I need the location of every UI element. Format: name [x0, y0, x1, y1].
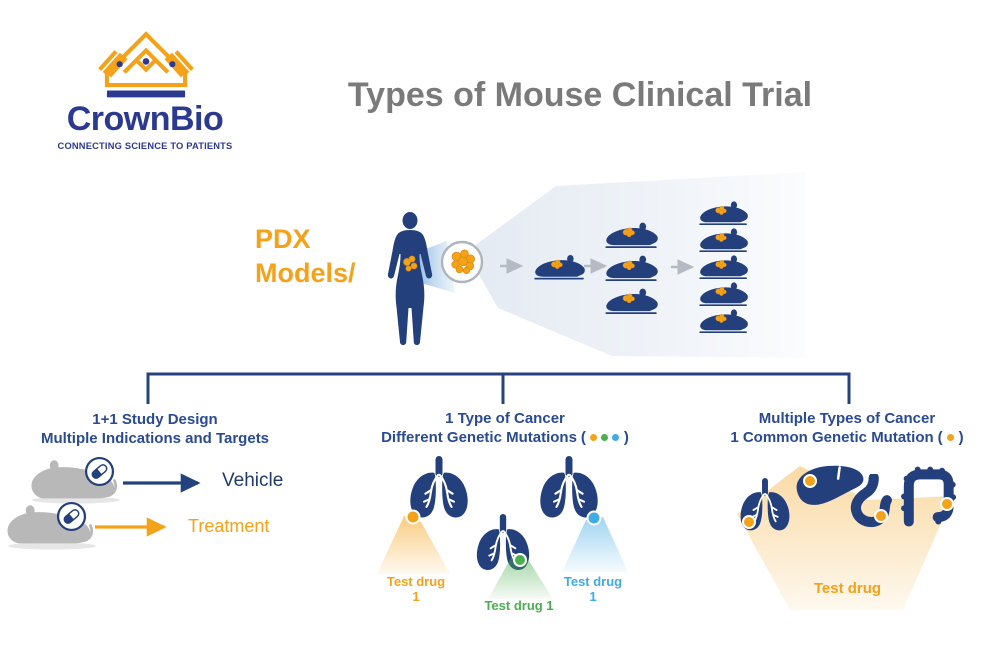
mutation-dot-blue: [586, 510, 602, 526]
middle-branch-graphics: [377, 456, 628, 599]
logo-wordmark: CrownBio: [66, 100, 224, 138]
mouse-shadow: [8, 542, 96, 550]
right-branch-line2-text: 1 Common Genetic Mutation: [730, 428, 934, 446]
mutation-dot-orange: [405, 509, 421, 525]
test-drug-1-blue-label: Test drug 1: [563, 574, 623, 604]
test-drug-1-green-label: Test drug 1: [484, 598, 554, 613]
left-branch-line1: 1+1 Study Design: [92, 411, 218, 428]
beam-orange-wide: [737, 466, 953, 610]
paren-close: ): [623, 428, 629, 446]
right-branch-line2: 1 Common Genetic Mutation ( ): [694, 429, 1000, 448]
middle-branch-line2: Different Genetic Mutations ( ): [352, 429, 658, 448]
patient-tumor-icon: [403, 255, 418, 272]
right-branch-graphics: [737, 466, 956, 610]
crownbio-crown-logo: [100, 34, 193, 97]
paren-open: (: [580, 428, 586, 446]
mutation-dots-inline: [586, 434, 623, 442]
middle-branch-title: 1 Type of Cancer Different Genetic Mutat…: [352, 410, 658, 447]
pdx-flow-graphics: [387, 172, 806, 358]
paren-close: ): [958, 428, 964, 446]
page-title: Types of Mouse Clinical Trial: [347, 76, 813, 114]
lungs-right-icon: [539, 456, 599, 519]
mutation-dot: [589, 434, 597, 442]
right-branch-line1: Multiple Types of Cancer: [758, 410, 936, 427]
right-branch-title: Multiple Types of Cancer 1 Common Geneti…: [694, 410, 1000, 447]
treatment-label: Treatment: [188, 516, 270, 536]
left-branch-title: 1+1 Study Design Multiple Indications an…: [2, 411, 308, 448]
beam-green: [488, 558, 553, 599]
mutation-dot: [611, 434, 619, 442]
treatment-pill-icon: [56, 501, 87, 532]
beam-blue: [562, 517, 628, 572]
mutation-dot-inline: [943, 434, 958, 442]
left-branch-line2: Multiple Indications and Targets: [40, 429, 270, 447]
mutation-dot: [946, 434, 954, 442]
logo-tagline: CONNECTING SCIENCE TO PATIENTS: [57, 141, 233, 151]
vehicle-pill-icon: [84, 456, 115, 487]
pdx-label-line1: PDX: [255, 224, 311, 254]
tumor-cells-icon: [451, 249, 475, 275]
middle-branch-line1: 1 Type of Cancer: [445, 410, 565, 427]
vehicle-label: Vehicle: [222, 470, 284, 491]
pdx-models-label: PDX Models/: [255, 222, 356, 290]
pdx-label-line2: Models/: [255, 258, 356, 288]
mutation-dot: [600, 434, 608, 442]
beam-orange: [377, 516, 450, 574]
middle-branch-line2-text: Different Genetic Mutations: [381, 428, 577, 446]
branch-connector-line: [146, 372, 851, 404]
lungs-left-icon: [409, 456, 469, 519]
flow-arrows: [500, 258, 695, 275]
mutation-dot-green: [513, 553, 527, 567]
common-mutation-dots: [742, 474, 954, 529]
left-branch-graphics: [6, 456, 201, 550]
test-drug-label: Test drug: [813, 580, 882, 597]
test-drug-1-orange-label: Test drug 1: [386, 574, 446, 604]
paren-open: (: [937, 428, 943, 446]
